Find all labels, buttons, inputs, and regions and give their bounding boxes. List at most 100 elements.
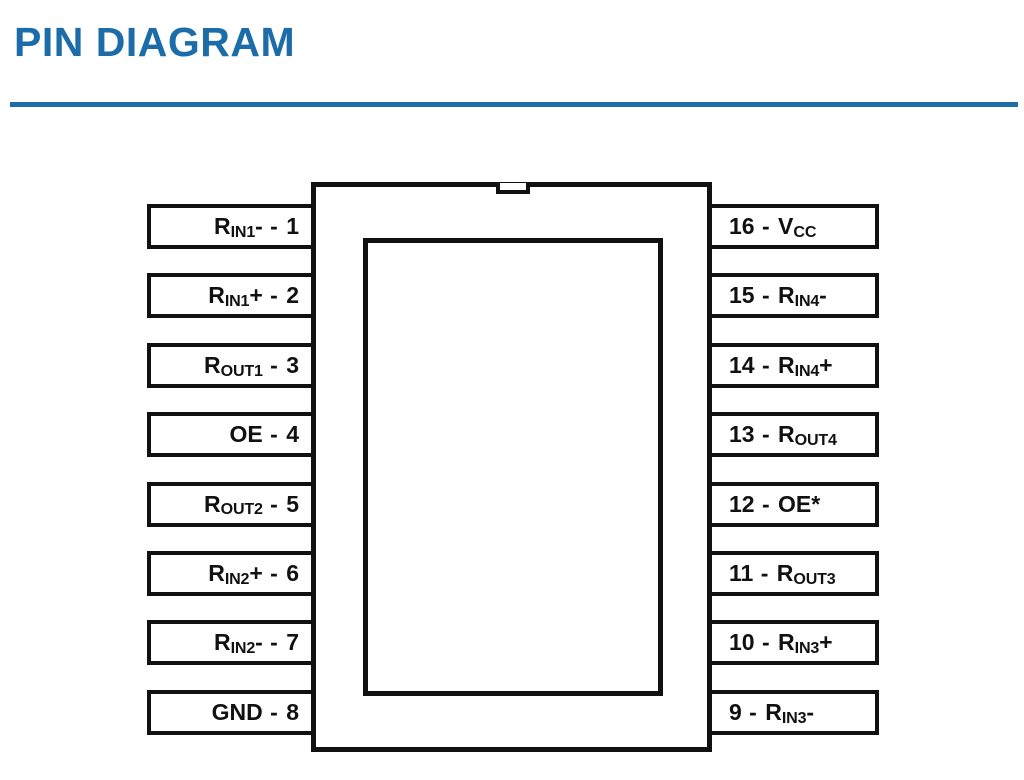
pin-number: 2	[286, 282, 299, 309]
pin-separator: -	[262, 698, 287, 725]
pin-label-9: 9 - RIN3-	[729, 698, 814, 727]
pin-signal-polarity: +	[819, 351, 833, 378]
pin-label-6: RIN2+ - 6	[208, 560, 299, 588]
pin-number: 7	[286, 629, 299, 656]
pin-signal-subscript: IN1	[224, 292, 250, 311]
pin-signal-subscript: IN2	[230, 639, 256, 658]
pin-signal-name: RIN4-	[778, 282, 827, 311]
pin-separator: -	[262, 351, 287, 378]
pin-signal-polarity: +	[819, 629, 833, 656]
pin-number: 13	[729, 421, 755, 448]
title-divider	[10, 102, 1018, 107]
pin-separator: -	[754, 213, 779, 239]
pin-number: 9	[729, 698, 742, 725]
pin-separator: -	[262, 421, 287, 448]
pin-signal-polarity: +	[249, 282, 263, 309]
pin-signal-subscript: OUT3	[793, 569, 836, 588]
pin-number: 11	[729, 560, 754, 586]
pin-label-2: RIN1+ - 2	[208, 282, 299, 311]
pin-signal-name: RIN1+	[208, 282, 263, 311]
pin-signal-name: RIN2+	[208, 560, 263, 588]
pin-signal-name: RIN3+	[778, 629, 833, 658]
pin-separator: -	[262, 560, 287, 586]
pin-signal-name: ROUT2	[204, 490, 263, 519]
pin-1-notch-icon	[496, 183, 530, 194]
pin-label-16: 16 - VCC	[729, 213, 817, 241]
pin-signal-subscript: IN3	[781, 708, 807, 727]
pin-signal-name: OE*	[778, 490, 821, 517]
pin-separator: -	[754, 282, 779, 309]
pin-signal-subscript: OUT2	[220, 500, 263, 519]
pin-label-1: RIN1- - 1	[214, 213, 299, 241]
pin-signal-name: ROUT4	[778, 421, 837, 449]
pin-separator: -	[753, 560, 777, 586]
pin-signal-name: RIN1-	[214, 213, 263, 241]
pin-separator: -	[741, 698, 766, 725]
pin-label-8: GND - 8	[211, 698, 299, 725]
pin-label-15: 15 - RIN4-	[729, 282, 827, 311]
pin-label-14: 14 - RIN4+	[729, 351, 833, 380]
pin-box-4[interactable]: OE - 4	[147, 412, 319, 458]
pin-label-10: 10 - RIN3+	[729, 629, 833, 658]
pin-number: 6	[286, 560, 299, 586]
pin-signal-name: GND	[211, 698, 263, 725]
pin-signal-name: ROUT3	[776, 560, 836, 588]
pin-separator: -	[754, 351, 779, 378]
pin-number: 14	[729, 351, 755, 378]
pin-signal-name: VCC	[778, 213, 817, 241]
pin-box-10[interactable]: 10 - RIN3+	[707, 620, 879, 666]
pin-signal-subscript: OUT1	[220, 361, 263, 380]
pin-number: 5	[286, 490, 299, 517]
pin-signal-subscript: IN1	[230, 222, 256, 241]
pin-signal-polarity: +	[249, 560, 263, 586]
pin-number: 16	[729, 213, 755, 239]
pin-signal-subscript: OUT4	[794, 430, 837, 449]
pin-separator: -	[262, 213, 287, 239]
pin-box-13[interactable]: 13 - ROUT4	[707, 412, 879, 458]
pin-label-4: OE - 4	[230, 423, 299, 446]
pin-number: 12	[729, 490, 755, 517]
pin-box-8[interactable]: GND - 8	[147, 689, 319, 735]
pin-signal-subscript: IN2	[224, 569, 250, 588]
pin-label-5: ROUT2 - 5	[204, 490, 299, 519]
pin-signal-polarity: -	[806, 698, 814, 725]
pin-label-7: RIN2- - 7	[214, 629, 299, 658]
pin-number: 10	[729, 629, 755, 656]
pin-signal-polarity: -	[255, 629, 263, 656]
pin-signal-name: RIN4+	[778, 351, 833, 380]
page-title: PIN DIAGRAM	[14, 19, 296, 65]
chip-die-outline	[363, 238, 663, 696]
pin-box-11[interactable]: 11 - ROUT3	[707, 551, 879, 596]
pin-label-12: 12 - OE*	[729, 490, 821, 517]
pin-signal-name: OE	[229, 421, 263, 448]
pin-number: 4	[286, 421, 299, 448]
pin-box-2[interactable]: RIN1+ - 2	[147, 273, 319, 319]
pin-number: 1	[286, 213, 299, 239]
pin-box-6[interactable]: RIN2+ - 6	[147, 551, 319, 596]
pin-box-16[interactable]: 16 - VCC	[707, 204, 879, 249]
pin-box-5[interactable]: ROUT2 - 5	[147, 481, 319, 527]
pin-separator: -	[754, 629, 779, 656]
pin-signal-subscript: IN3	[794, 639, 820, 658]
pin-signal-subscript: CC	[793, 222, 817, 241]
pin-box-3[interactable]: ROUT1 - 3	[147, 342, 319, 388]
pin-signal-subscript: IN4	[794, 292, 820, 311]
pin-signal-name: ROUT1	[204, 351, 263, 380]
pin-box-1[interactable]: RIN1- - 1	[147, 204, 319, 249]
pin-number: 8	[286, 698, 299, 725]
pin-box-9[interactable]: 9 - RIN3-	[707, 689, 879, 735]
pin-label-3: ROUT1 - 3	[204, 351, 299, 380]
pin-separator: -	[754, 490, 779, 517]
pin-box-12[interactable]: 12 - OE*	[707, 481, 879, 527]
pin-signal-subscript: IN4	[794, 361, 820, 380]
pin-box-14[interactable]: 14 - RIN4+	[707, 342, 879, 388]
pin-box-15[interactable]: 15 - RIN4-	[707, 273, 879, 319]
pin-number: 15	[729, 282, 755, 309]
pin-box-7[interactable]: RIN2- - 7	[147, 620, 319, 666]
pin-signal-polarity: -	[255, 213, 263, 239]
pin-signal-polarity: -	[819, 282, 827, 309]
pin-number: 3	[286, 351, 299, 378]
pin-separator: -	[262, 282, 287, 309]
pin-label-11: 11 - ROUT3	[729, 560, 836, 588]
